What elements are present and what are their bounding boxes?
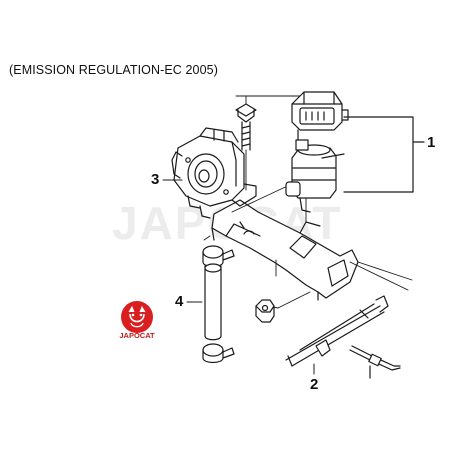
callout-4: 4: [175, 293, 184, 310]
actuator-housing: [171, 127, 257, 219]
hose-clamp-top: [202, 245, 235, 268]
hose-clamp-bottom: [202, 343, 235, 364]
mounting-bolt: [235, 103, 257, 151]
callout-1: 1: [427, 134, 436, 151]
callout-bracket-1: [343, 116, 425, 193]
hose-tube: [204, 263, 222, 341]
wiring-harness: [285, 295, 389, 367]
hex-nut: [255, 299, 275, 323]
callout-3: 3: [151, 171, 160, 188]
japocat-logo-icon: [121, 301, 153, 333]
valve-unit-solenoid: [285, 139, 345, 213]
valve-unit-top: [291, 91, 349, 141]
logo-text: JAPOCAT: [119, 331, 155, 340]
bracket-plate: [211, 199, 359, 301]
cable-tie: [349, 345, 401, 379]
leader-lines: [162, 179, 315, 375]
callout-2: 2: [310, 376, 319, 393]
diagram-title: (EMISSION REGULATION-EC 2005): [9, 63, 218, 77]
